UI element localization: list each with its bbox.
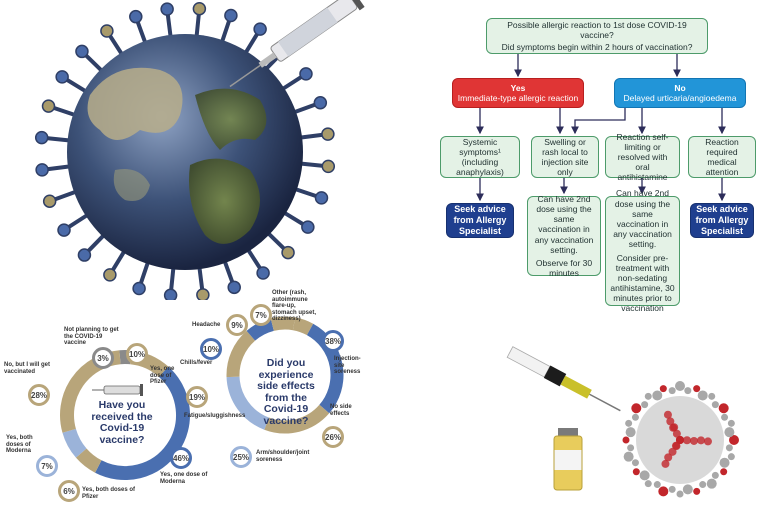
donut-slice bbox=[95, 366, 190, 480]
donut1-pct-7: 7% bbox=[36, 455, 58, 477]
flow-yes-sub: Immediate-type allergic reaction bbox=[457, 93, 579, 103]
flow-no-box: No Delayed urticaria/angioedema bbox=[614, 78, 746, 108]
donut2-label-none: No side effects bbox=[330, 404, 352, 417]
donut-slice bbox=[264, 404, 330, 434]
flow-no-sub: Delayed urticaria/angioedema bbox=[623, 93, 737, 103]
flow-yes-box: Yes Immediate-type allergic reaction bbox=[452, 78, 584, 108]
donut1-pct-10: 10% bbox=[126, 343, 148, 365]
donut2-pct-19: 19% bbox=[186, 386, 208, 408]
donut2-pct-10: 10% bbox=[200, 338, 222, 360]
donut2-pct-26: 26% bbox=[322, 426, 344, 448]
donut1-label-pfizer-both: Yes, both doses of Pfizer bbox=[82, 487, 136, 500]
virus-particle-illustration bbox=[622, 381, 739, 498]
donut-chart-side-effects bbox=[226, 316, 344, 434]
flow-start-question: Possible allergic reaction to 1st dose C… bbox=[486, 18, 708, 54]
donut1-pct-28: 28% bbox=[28, 384, 50, 406]
flow-no-label: No bbox=[674, 82, 686, 93]
donut2-title: Did you experience side effects from the… bbox=[257, 357, 315, 427]
donut1-label-will-get: No, but I will get vaccinated bbox=[4, 362, 50, 375]
flow-systemic-box: Systemic symptoms¹ (including anaphylaxi… bbox=[440, 136, 520, 178]
flow-second-dose-box-2: Can have 2nd dose using the same vaccina… bbox=[605, 188, 680, 313]
flow-pretreatment-text: Consider pre-treatment with non-sedating… bbox=[610, 252, 675, 314]
flow-self-limiting-box: Reaction self-limiting or resolved with … bbox=[605, 132, 680, 182]
flow-swelling-box: Swelling or rash local to injection site… bbox=[531, 136, 599, 178]
donut2-label-fatigue: Fatigue/sluggishness bbox=[184, 413, 246, 419]
flow-seek-advice-1-text: Seek advice from Allergy Specialist bbox=[453, 204, 507, 236]
donut2-pct-38: 38% bbox=[322, 330, 344, 352]
donut1-title: Have you received the Covid-19 vaccine? bbox=[91, 399, 153, 446]
donut-slice bbox=[226, 376, 270, 430]
donut-slice bbox=[75, 448, 102, 473]
donut-slice bbox=[62, 428, 87, 458]
flow-seek-advice-1: Seek advice from Allergy Specialist bbox=[446, 203, 514, 238]
flow-second-dose-2-text: Can have 2nd dose using the same vaccina… bbox=[613, 188, 672, 250]
flow-second-dose-box-1: Can have 2nd dose using the same vaccina… bbox=[527, 193, 601, 279]
donut1-pct-3: 3% bbox=[92, 347, 114, 369]
flow-seek-advice-2-text: Seek advice from Allergy Specialist bbox=[695, 204, 749, 236]
flow-self-limiting-text: Reaction self-limiting or resolved with … bbox=[616, 131, 669, 183]
flow-start-line1: Possible allergic reaction to 1st dose C… bbox=[507, 19, 687, 40]
syringe-icon bbox=[506, 346, 621, 412]
donut2-label-other: Other (rash, autoimmune flare-up, stomac… bbox=[272, 290, 317, 323]
donut2-pct-9: 9% bbox=[226, 314, 248, 336]
donut2-label-headache: Headache bbox=[192, 322, 221, 328]
donut1-label-moderna-both: Yes, both doses of Moderna bbox=[6, 435, 33, 455]
vaccine-illustration bbox=[506, 346, 739, 498]
vaccine-vial-illustration bbox=[553, 428, 583, 491]
donut-slice bbox=[226, 330, 256, 378]
donut1-pct-6: 6% bbox=[58, 480, 80, 502]
syringe-icon bbox=[92, 384, 143, 396]
donut-slice bbox=[270, 316, 296, 331]
donut2-pct-25: 25% bbox=[230, 446, 252, 468]
donut2-label-injection: Injection-site soreness bbox=[334, 356, 361, 376]
syringe-icon bbox=[229, 0, 365, 88]
flow-medical-text: Reaction required medical attention bbox=[705, 136, 739, 178]
donut1-label-pfizer-one: Yes, one dose of Pfizer bbox=[150, 366, 175, 386]
flow-observe-text: Observe for 30 minutes bbox=[535, 257, 593, 279]
donut1-pct-46: 46% bbox=[170, 447, 192, 469]
flow-systemic-text: Systemic symptoms¹ (including anaphylaxi… bbox=[456, 136, 504, 178]
flow-second-dose-1-text: Can have 2nd dose using the same vaccina… bbox=[534, 193, 594, 255]
donut-slice bbox=[306, 323, 344, 414]
virus-globe-illustration bbox=[34, 0, 365, 300]
flow-swelling-text: Swelling or rash local to injection site… bbox=[541, 136, 589, 178]
donut2-label-arm: Arm/shoulder/joint soreness bbox=[256, 450, 310, 463]
donut1-label-not-planning: Not planning to get the COVID-19 vaccine bbox=[64, 327, 119, 347]
flow-yes-label: Yes bbox=[510, 82, 526, 93]
flow-seek-advice-2: Seek advice from Allergy Specialist bbox=[690, 203, 754, 238]
flow-start-line2: Did symptoms begin within 2 hours of vac… bbox=[501, 42, 693, 53]
flow-medical-box: Reaction required medical attention bbox=[688, 136, 756, 178]
donut-slice bbox=[292, 317, 314, 336]
donut2-pct-7: 7% bbox=[250, 304, 272, 326]
donut-slice bbox=[246, 318, 275, 341]
donut1-label-moderna-one: Yes, one dose of Moderna bbox=[160, 472, 208, 485]
donut2-label-chills: Chills/fever bbox=[180, 360, 213, 366]
